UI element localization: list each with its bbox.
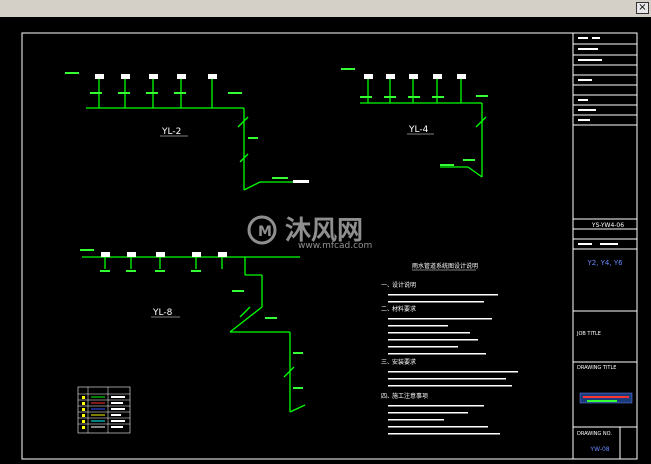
system-label-yl8: YL-8	[152, 308, 173, 318]
pipe-system-yl4	[360, 79, 487, 178]
system-label-yl4: YL-4	[408, 125, 429, 135]
notes-section-4: 四、	[381, 393, 393, 400]
roof-drains-yl2	[95, 74, 217, 79]
pipe-labels-yl8	[80, 249, 303, 389]
svg-text:材料要求: 材料要求	[392, 305, 416, 313]
window-titlebar: ×	[0, 0, 651, 18]
sheet-code: YS-YW4-06	[591, 222, 624, 229]
svg-text:安装要求: 安装要求	[392, 358, 416, 366]
watermark-brand: 沐风网	[285, 216, 363, 246]
notes-section-1: 一、	[381, 282, 393, 289]
roof-drains-yl4	[364, 74, 466, 79]
drawing-viewport[interactable]: YS-YW4-06 Y2, Y4, Y6 JOB TITLE DRAWING T…	[0, 17, 651, 460]
watermark-url: www.mfcad.com	[298, 241, 372, 251]
svg-text:施工注意事项: 施工注意事项	[392, 392, 428, 400]
title-block-marks	[578, 37, 618, 245]
system-label-yl2: YL-2	[161, 127, 181, 137]
notes-section-3: 三、	[381, 359, 393, 366]
drawing-no-label: DRAWING NO.	[577, 431, 612, 437]
close-icon[interactable]: ×	[636, 2, 649, 14]
notes-section-2: 二、	[381, 306, 393, 313]
job-title-label: JOB TITLE	[576, 331, 601, 337]
pipe-labels-yl2	[65, 72, 288, 179]
drawing-title-label: DRAWING TITLE	[577, 365, 616, 371]
svg-text:设计说明: 设计说明	[392, 281, 416, 289]
roof-drains-yl8	[101, 252, 227, 257]
design-notes: 雨水管道系统图设计说明 一、 设计说明 二、 材料要求 三、 安装要求 四、 施…	[381, 262, 518, 435]
pipe-system-yl2	[86, 79, 305, 191]
legend-table	[77, 386, 131, 434]
watermark: M 沐风网 www.mfcad.com	[247, 215, 372, 251]
cad-drawing: YS-YW4-06 Y2, Y4, Y6 JOB TITLE DRAWING T…	[21, 32, 638, 460]
svg-text:M: M	[258, 224, 272, 240]
system-list: Y2, Y4, Y6	[586, 259, 623, 267]
drawing-frame	[21, 32, 638, 460]
outfall-yl2	[293, 180, 309, 183]
notes-heading: 雨水管道系统图设计说明	[412, 262, 478, 270]
title-block	[572, 33, 637, 459]
pipe-system-yl8	[82, 256, 306, 413]
sheet-number: YW-08	[589, 446, 609, 453]
pipe-labels-yl4	[341, 68, 488, 166]
watermark-logo-icon	[247, 215, 277, 245]
